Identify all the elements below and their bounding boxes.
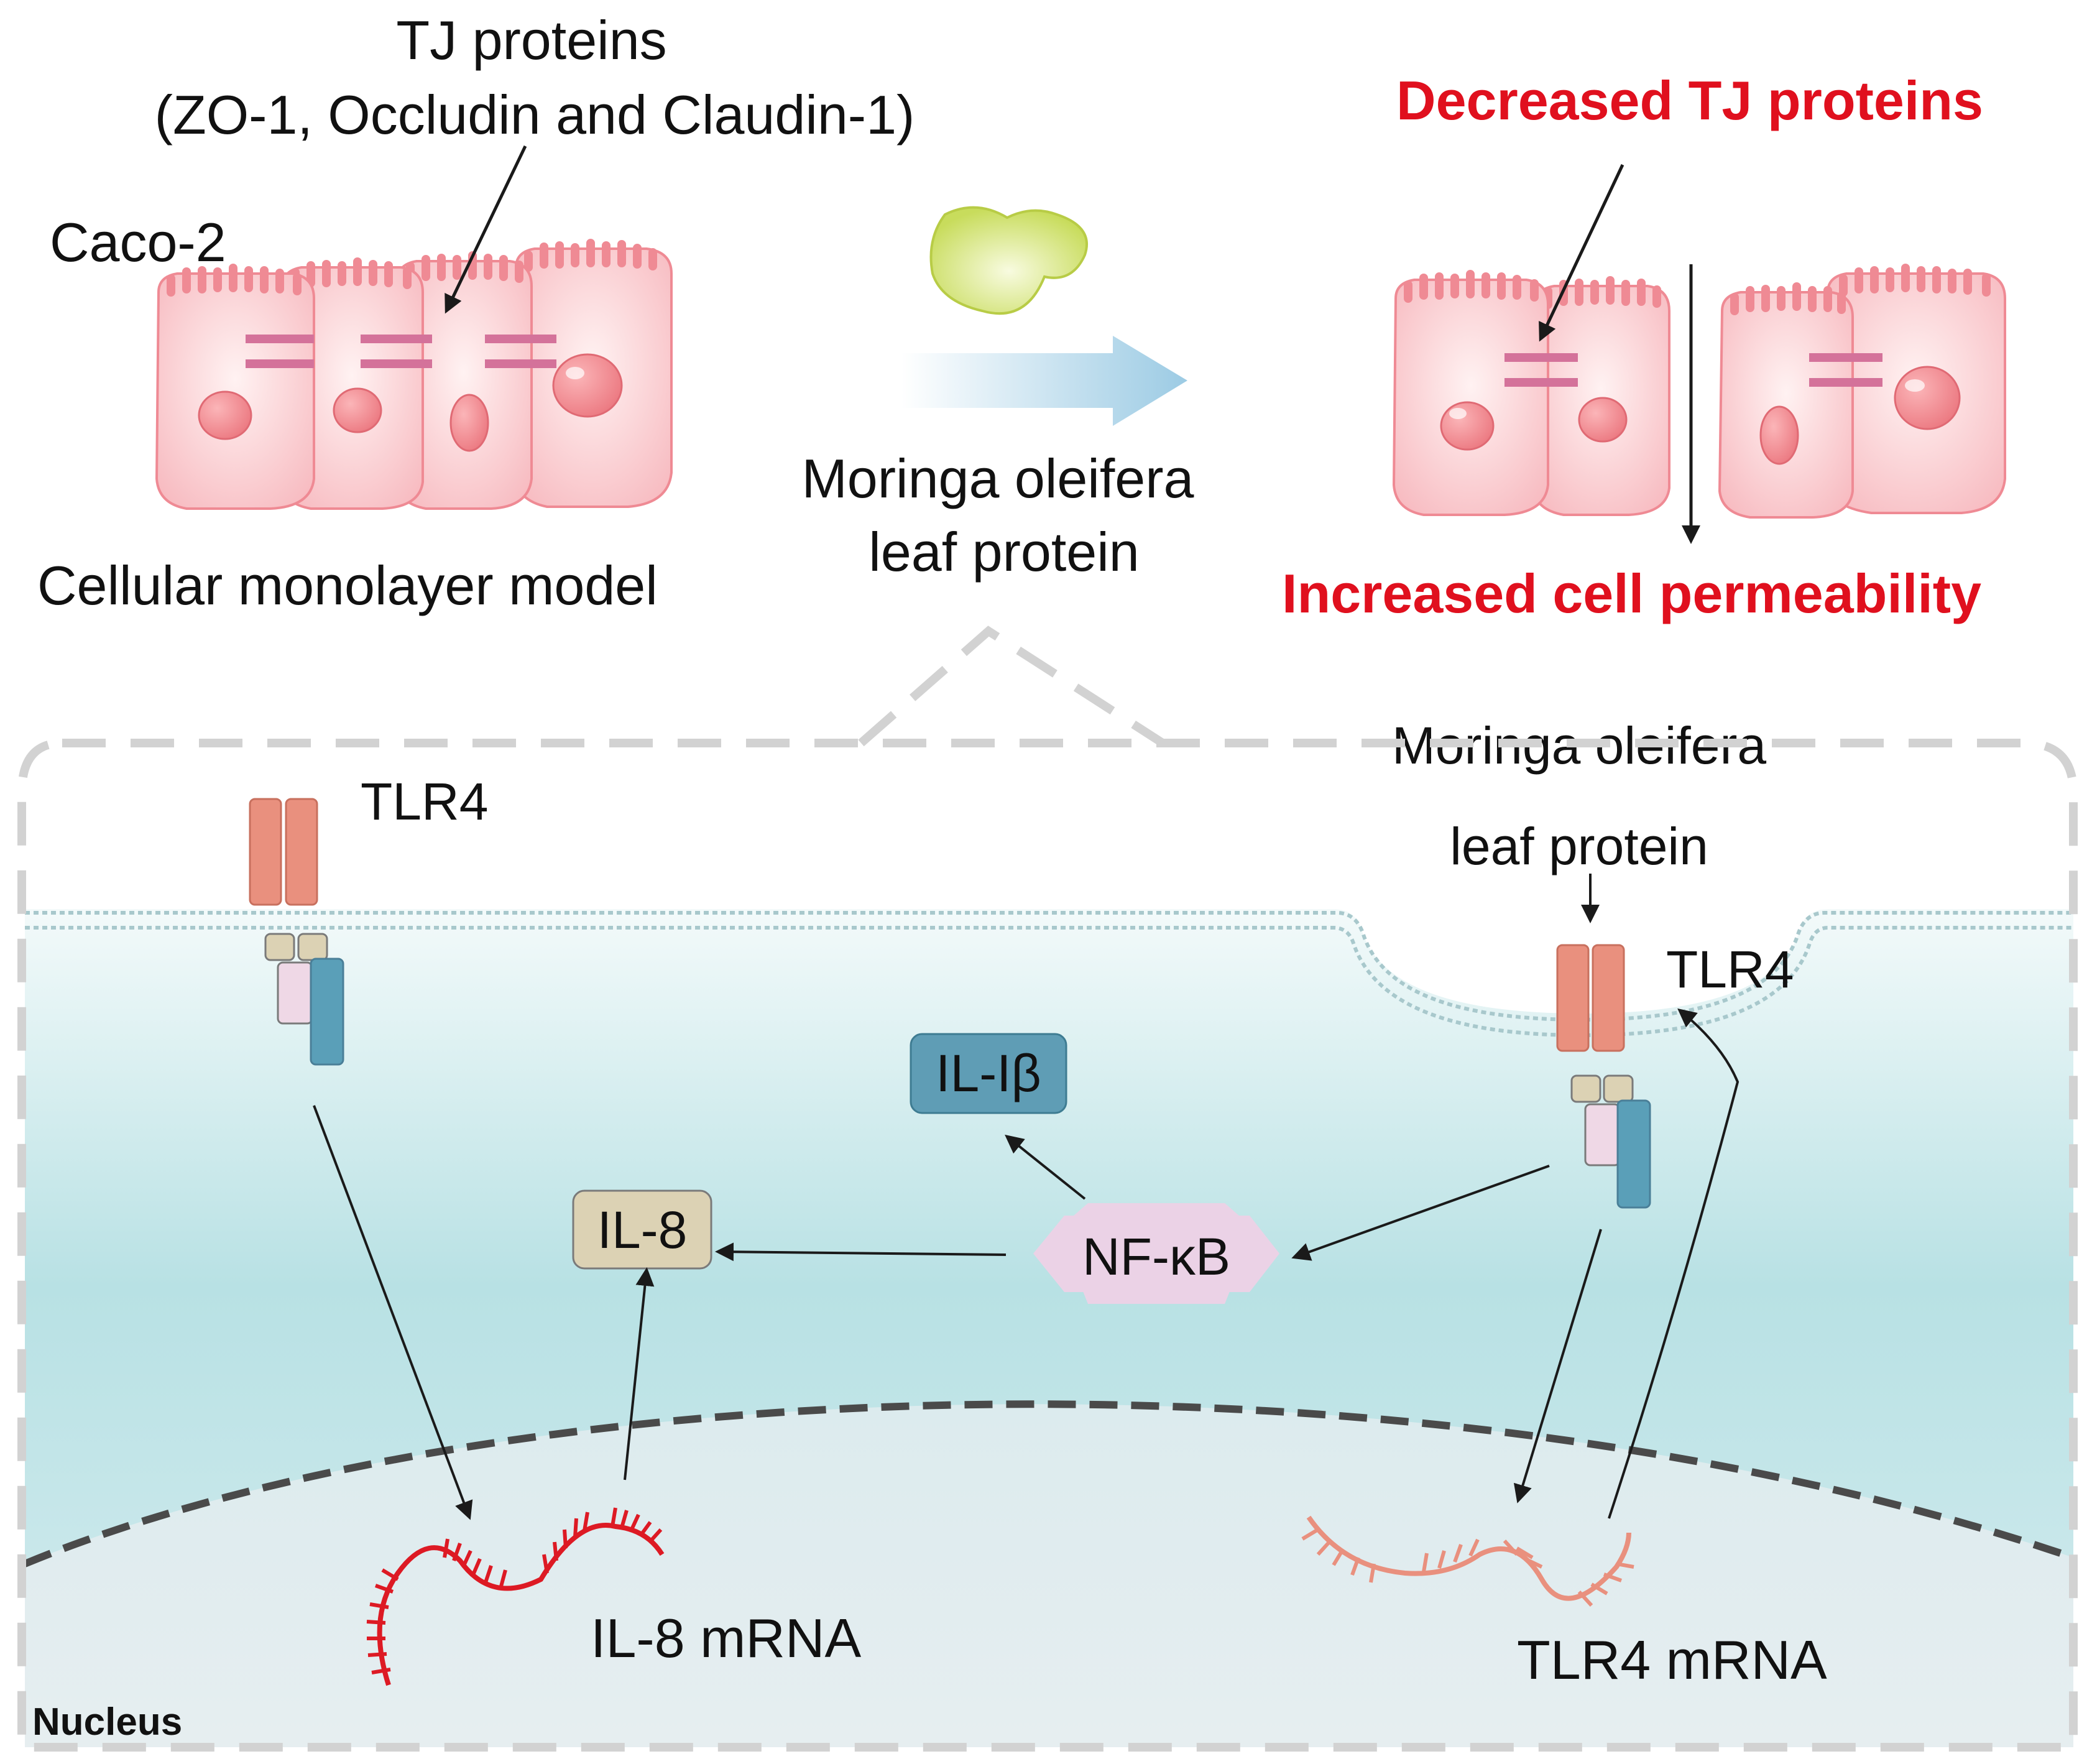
tlr4-receptor-left (249, 798, 344, 1066)
epithelial-cell (155, 264, 315, 510)
tlr4-to-nfkb-arrow (1291, 1165, 1550, 1261)
nuclear-membrane (23, 1400, 2075, 1568)
cell-membrane (25, 911, 2073, 1038)
decreased-tj-label: Decreased TJ proteins (1396, 70, 1983, 131)
tlr4-mrna-label: TLR4 mRNA (1517, 1629, 1827, 1691)
nucleus-label: Nucleus (32, 1701, 182, 1743)
epithelial-cell (1392, 270, 1549, 516)
tlr4-label-right: TLR4 (1666, 940, 1794, 999)
treatment-label-line2: leaf protein (869, 521, 1139, 583)
tlr4-to-il8-mrna-arrow (313, 1105, 473, 1520)
caco2-monolayer (155, 239, 673, 510)
decreased-tj-arrow (1539, 164, 1624, 342)
epithelial-cell (1718, 282, 1854, 519)
tj-label-line2: (ZO-1, Occludin and Claudin-1) (155, 84, 915, 145)
tj-protein-markers (246, 335, 556, 368)
il8-mrna (366, 1507, 665, 1686)
moringa-label-line2: leaf protein (1450, 817, 1708, 875)
moringa-protein-icon (929, 206, 1088, 315)
epithelial-cell (394, 251, 533, 510)
il8-box: IL-8 (572, 1189, 712, 1270)
panel-border (17, 739, 2078, 1752)
il1b-box: IL-Iβ (910, 1033, 1067, 1114)
il8-label: IL-8 (597, 1201, 688, 1259)
tlr4-label-left: TLR4 (361, 772, 488, 831)
epithelial-cell (511, 239, 673, 508)
nucleus-region (25, 1404, 2073, 1747)
pathway-arrows (313, 1008, 1739, 1520)
top-panel: TJ proteins (ZO-1, Occludin and Claudin-… (37, 9, 2006, 624)
nfkb-node: NF-κB (1033, 1203, 1279, 1304)
increased-permeability-label: Increased cell permeability (1282, 563, 1981, 624)
tlr4-to-tlr4-mrna-arrow (1513, 1229, 1602, 1503)
treatment-arrow (901, 336, 1187, 426)
nfkb-label: NF-κB (1082, 1227, 1230, 1286)
epithelial-cell (1823, 264, 2006, 514)
cell-line-label: Caco-2 (50, 211, 226, 273)
nfkb-to-il8-arrow (715, 1242, 1007, 1262)
tlr4-mrna (1301, 1515, 1634, 1607)
tlr4-receptor-right (1556, 944, 1651, 1209)
il8-mrna-label: IL-8 mRNA (591, 1607, 861, 1669)
treatment-label-line1: Moringa oleifera (802, 448, 1194, 509)
tj-protein-markers (1504, 353, 1578, 387)
il8-mrna-to-il8-arrow (624, 1267, 655, 1480)
mechanism-panel: TLR4 TLR4 Moringa oleifera leaf protein … (23, 716, 2075, 1747)
tj-label-line1: TJ proteins (396, 9, 666, 71)
tj-protein-markers (1809, 353, 1882, 387)
model-label: Cellular monolayer model (37, 555, 658, 616)
epithelial-cell (1531, 276, 1670, 516)
zoom-lines (858, 626, 1165, 747)
tj-pointer-arrow (445, 145, 527, 314)
tlr4-mrna-to-tlr4-arrow (1608, 1008, 1739, 1519)
treated-monolayer (1392, 264, 2006, 544)
nfkb-to-il1b-arrow (1005, 1134, 1086, 1200)
il1b-label: IL-Iβ (936, 1044, 1041, 1102)
